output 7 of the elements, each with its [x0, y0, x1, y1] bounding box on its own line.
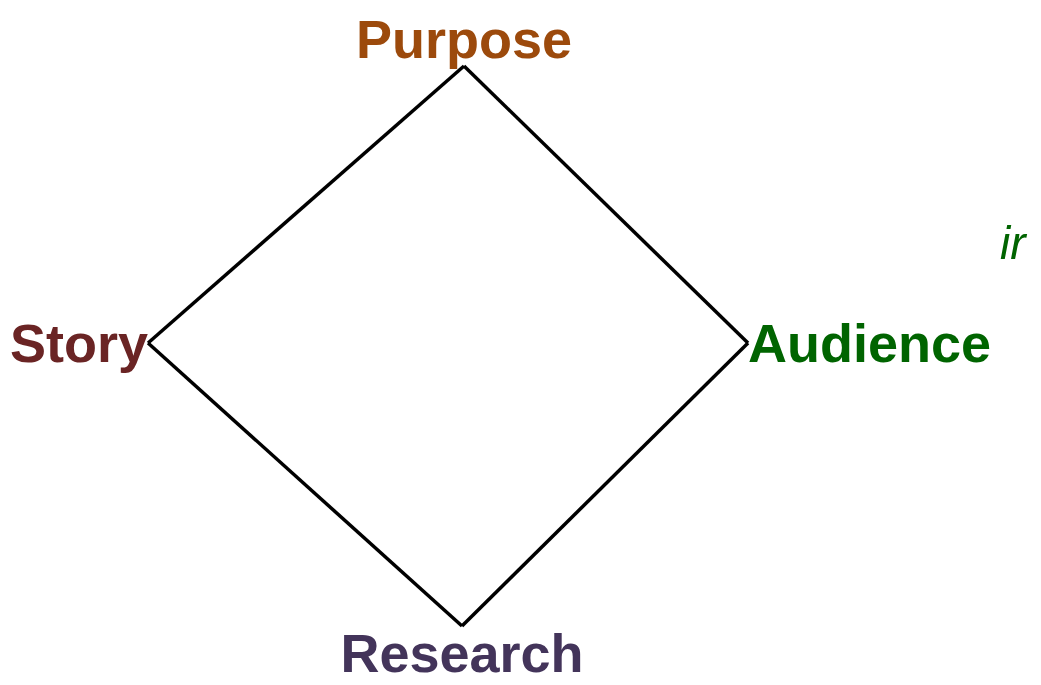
corner-label: Audience [748, 316, 992, 370]
note-text: ir [1000, 220, 1026, 266]
connector-line [462, 64, 750, 345]
connector-line [146, 341, 464, 628]
corner-label: Research [340, 626, 584, 680]
connector-line [460, 341, 750, 628]
connector-line [146, 64, 466, 345]
